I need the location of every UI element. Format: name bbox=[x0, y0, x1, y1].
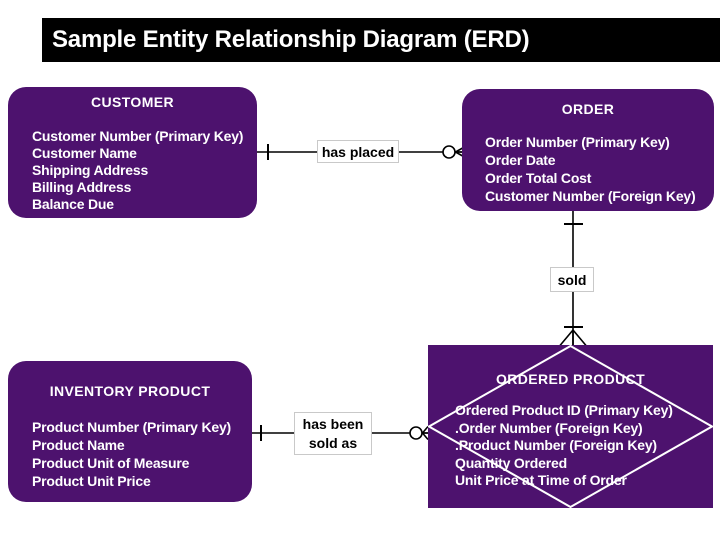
attribute-line: .Order Number (Foreign Key) bbox=[455, 419, 643, 436]
crow-foot-many-icon bbox=[559, 329, 587, 347]
attribute-line: Product Name bbox=[32, 437, 125, 453]
entity-inventory-product: INVENTORY PRODUCT Product Number (Primar… bbox=[8, 361, 252, 502]
entity-ordered-product: ORDERED PRODUCT Ordered Product ID (Prim… bbox=[428, 345, 713, 508]
zero-circle-icon bbox=[442, 145, 456, 159]
entity-title: INVENTORY PRODUCT bbox=[49, 383, 211, 399]
attribute-line: Product Number (Primary Key) bbox=[32, 419, 232, 435]
relationship-label-has-placed: has placed bbox=[317, 140, 399, 163]
attribute-line: Product Unit of Measure bbox=[32, 455, 190, 471]
relationship-label-has-been-sold-as: has been sold as bbox=[294, 412, 372, 455]
attribute-list: Customer Number (Primary Key) Customer N… bbox=[32, 128, 243, 213]
attribute-list: Order Number (Primary Key) Order Date Or… bbox=[485, 133, 696, 205]
attribute-line: Order Number (Primary Key) bbox=[485, 134, 670, 150]
relationship-label-line: sold as bbox=[308, 434, 358, 451]
relationship-label-line: has been bbox=[302, 415, 364, 432]
attribute-line: Quantity Ordered bbox=[455, 454, 567, 471]
zero-circle-icon bbox=[409, 426, 423, 440]
attribute-line: Ordered Product ID (Primary Key) bbox=[455, 402, 673, 418]
entity-title: CUSTOMER bbox=[90, 94, 175, 110]
diamond-outline-icon bbox=[428, 345, 713, 508]
entity-title: ORDER bbox=[561, 101, 615, 117]
attribute-line: Customer Number (Foreign Key) bbox=[485, 188, 696, 204]
crow-foot-many-icon bbox=[421, 425, 429, 441]
attribute-line: Order Total Cost bbox=[485, 170, 592, 186]
slide-title-bar: Sample Entity Relationship Diagram (ERD) bbox=[42, 18, 720, 62]
attribute-list: Ordered Product ID (Primary Key) .Order … bbox=[455, 402, 673, 490]
attribute-line: .Product Number (Foreign Key) bbox=[455, 437, 657, 453]
attribute-line: Customer Number (Primary Key) bbox=[32, 128, 244, 144]
attribute-line: Billing Address bbox=[32, 179, 132, 195]
entity-title: ORDERED PRODUCT bbox=[495, 371, 646, 387]
slide-title: Sample Entity Relationship Diagram (ERD) bbox=[52, 26, 530, 53]
attribute-line: Balance Due bbox=[32, 196, 114, 212]
attribute-line: Customer Name bbox=[32, 145, 137, 161]
attribute-line: Shipping Address bbox=[32, 162, 149, 178]
attribute-line: Order Date bbox=[485, 152, 556, 168]
attribute-list: Product Number (Primary Key) Product Nam… bbox=[32, 418, 231, 490]
relationship-label-sold: sold bbox=[550, 267, 594, 292]
attribute-line: Unit Price at Time of Order bbox=[455, 472, 627, 488]
attribute-line: Product Unit Price bbox=[32, 473, 151, 489]
entity-order: ORDER Order Number (Primary Key) Order D… bbox=[462, 89, 714, 211]
entity-customer: CUSTOMER Customer Number (Primary Key) C… bbox=[8, 87, 257, 218]
